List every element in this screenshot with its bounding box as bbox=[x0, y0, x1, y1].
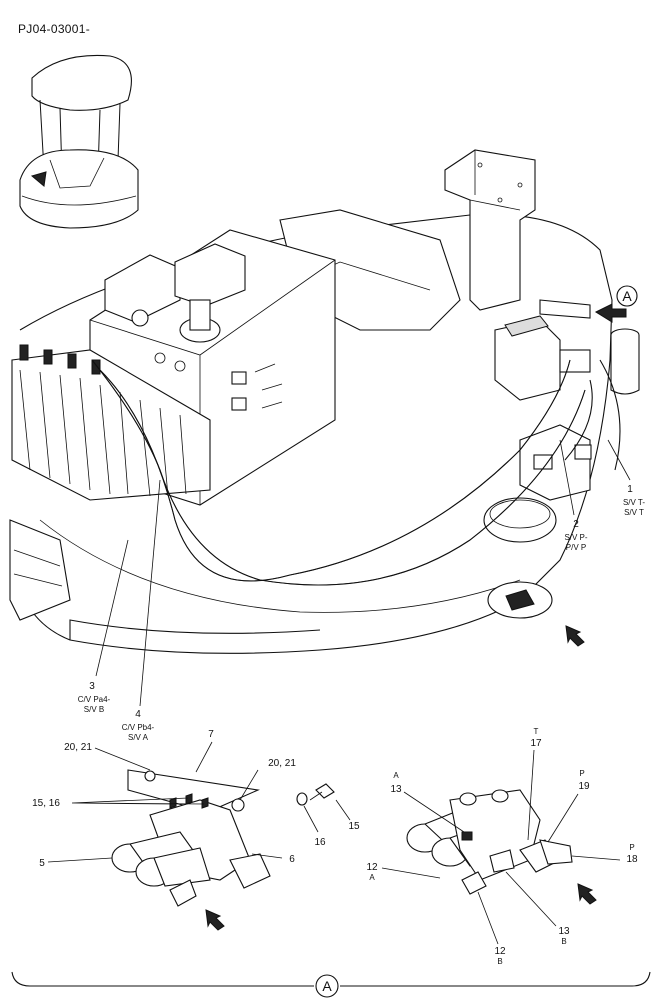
label-12b-port: B bbox=[497, 957, 502, 966]
svg-text:C/V Pb4-: C/V Pb4- bbox=[122, 723, 155, 732]
svg-text:2: 2 bbox=[573, 519, 579, 530]
hoses bbox=[91, 359, 621, 586]
label-7: 7 bbox=[208, 729, 214, 740]
label-12a: 12 bbox=[366, 862, 378, 873]
label-5: 5 bbox=[39, 858, 45, 869]
svg-text:P/V P: P/V P bbox=[566, 543, 586, 552]
svg-text:S/V B: S/V B bbox=[84, 705, 104, 714]
view-arrow-a: A bbox=[594, 285, 638, 323]
label-13a: 13 bbox=[390, 784, 402, 795]
detail-left-assembly bbox=[111, 769, 335, 931]
callout-3: 3 C/V Pa4- S/V B bbox=[78, 539, 129, 714]
svg-text:1: 1 bbox=[627, 484, 633, 495]
label-19: 19 bbox=[578, 781, 590, 792]
upper-frame bbox=[13, 149, 613, 654]
label-13a-port: A bbox=[393, 771, 399, 780]
label-16: 16 bbox=[314, 837, 326, 848]
detail-right-labels: T 17 A 13 P 19 P 18 12 A 13 B 12 B bbox=[366, 727, 638, 966]
view-arrow-label: A bbox=[622, 288, 632, 304]
label-13b: 13 bbox=[558, 926, 570, 937]
label-20-21-left: 20, 21 bbox=[64, 742, 92, 753]
control-valve-stack bbox=[9, 344, 211, 621]
label-6: 6 bbox=[289, 854, 295, 865]
callout-2: 2 S/V P- P/V P bbox=[559, 439, 588, 552]
label-17: 17 bbox=[530, 738, 542, 749]
direction-arrow-icon bbox=[565, 625, 585, 647]
label-19-port: P bbox=[579, 769, 584, 778]
label-20-21-right: 20, 21 bbox=[268, 758, 296, 769]
label-15-16: 15, 16 bbox=[32, 798, 60, 809]
callout-4: 4 C/V Pb4- S/V A bbox=[122, 479, 161, 742]
svg-text:S/V A: S/V A bbox=[128, 733, 149, 742]
svg-text:3: 3 bbox=[89, 681, 95, 692]
label-18-port: P bbox=[629, 843, 634, 852]
label-12a-port: A bbox=[369, 873, 375, 882]
detail-right-assembly bbox=[406, 789, 597, 905]
label-12b: 12 bbox=[494, 946, 506, 957]
svg-text:S/V T: S/V T bbox=[624, 508, 644, 517]
machine-thumbnail bbox=[19, 54, 139, 229]
view-a-bracket: A bbox=[11, 971, 651, 998]
label-15: 15 bbox=[348, 821, 360, 832]
label-13b-port: B bbox=[561, 937, 566, 946]
label-17-port: T bbox=[534, 727, 539, 736]
view-a-label: A bbox=[322, 978, 332, 994]
svg-text:C/V Pa4-: C/V Pa4- bbox=[78, 695, 111, 704]
detail-left-labels: 7 20, 21 20, 21 15, 16 15 16 5 6 bbox=[32, 729, 360, 869]
svg-text:S/V T-: S/V T- bbox=[623, 498, 645, 507]
document-code: PJ04-03001- bbox=[18, 22, 91, 36]
svg-text:4: 4 bbox=[135, 709, 141, 720]
svg-text:S/V P-: S/V P- bbox=[564, 533, 587, 542]
label-18: 18 bbox=[626, 854, 638, 865]
solenoid-valve-block bbox=[494, 299, 640, 501]
callout-1: 1 S/V T- S/V T bbox=[607, 439, 645, 517]
